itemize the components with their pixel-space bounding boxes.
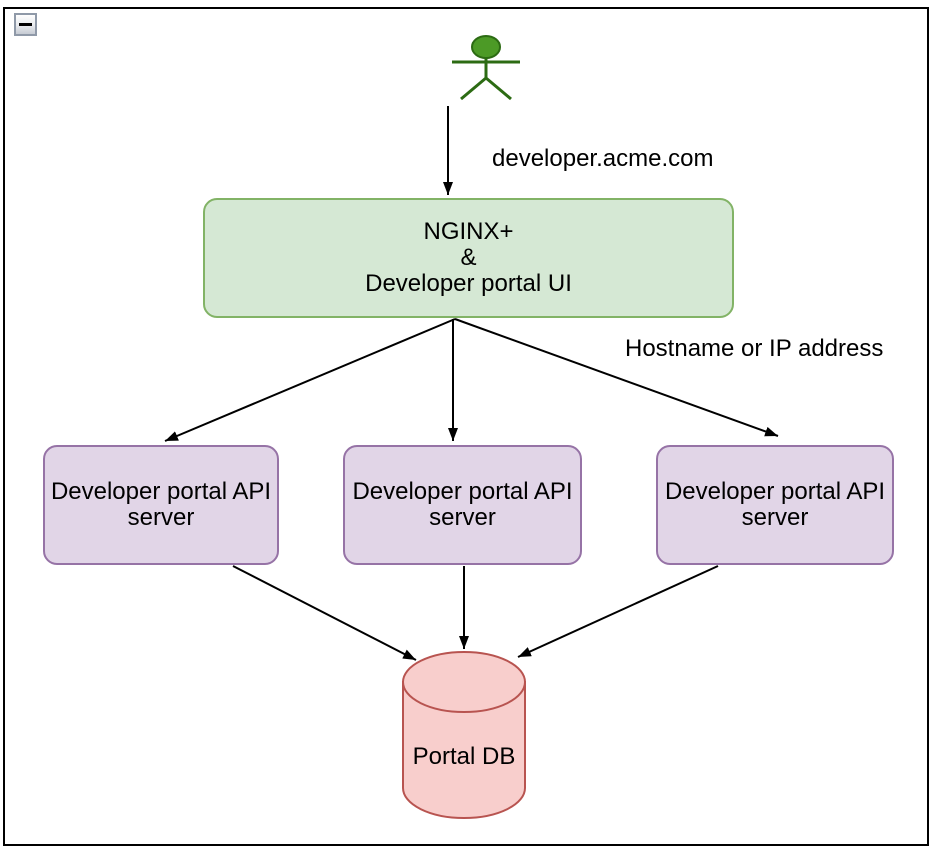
api-server-label-line-2: server [127, 504, 195, 531]
db-cylinder-body [402, 681, 526, 819]
db-cylinder-top [402, 651, 526, 713]
gateway-label-line-2: & [460, 244, 477, 271]
gateway-label-line-1: NGINX+ [423, 218, 514, 245]
actor-leg-left [460, 76, 487, 101]
arrow-api-1-to-db [232, 565, 417, 661]
actor-head [471, 35, 501, 59]
node-portal-db [402, 651, 526, 819]
api-server-label-line-1: Developer portal API [352, 478, 573, 505]
edge-label-domain: developer.acme.com [492, 145, 714, 172]
gateway-label-line-3: Developer portal UI [365, 270, 572, 297]
actor-leg-right [485, 76, 512, 101]
api-server-label-line-2: server [741, 504, 809, 531]
arrow-gateway-to-api-3 [454, 318, 779, 437]
collapse-button[interactable] [14, 13, 37, 36]
api-server-label-line-2: server [429, 504, 496, 531]
minus-icon [19, 23, 32, 26]
arrow-gateway-to-api-1 [164, 318, 456, 442]
node-api-server-1: Developer portal API server [43, 445, 279, 565]
node-api-server-2: Developer portal API server [343, 445, 582, 565]
arrow-api-3-to-db [517, 565, 719, 658]
user-actor-icon [452, 35, 520, 101]
portal-db-label: Portal DB [412, 743, 516, 770]
connectors [164, 106, 779, 661]
node-api-server-3: Developer portal API server [656, 445, 894, 565]
group-frame [3, 7, 929, 846]
edge-label-hostname: Hostname or IP address [625, 335, 884, 362]
api-server-label-line-1: Developer portal API [664, 478, 886, 505]
api-server-label-line-1: Developer portal API [50, 478, 272, 505]
node-nginx-gateway: NGINX+ & Developer portal UI [203, 198, 734, 318]
